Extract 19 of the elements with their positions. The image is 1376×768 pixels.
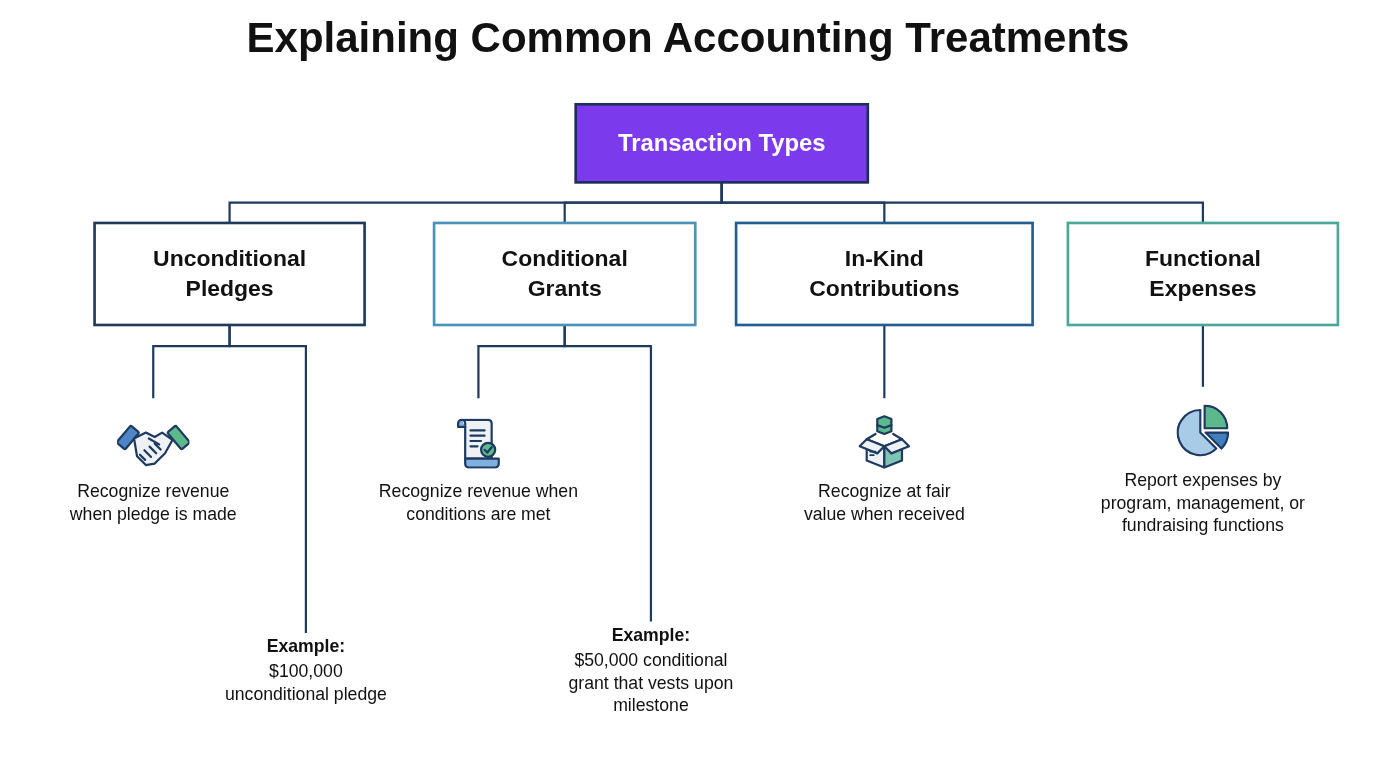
example-heading: Example: bbox=[266, 635, 346, 658]
root-title: Transaction Types bbox=[618, 129, 826, 157]
example-text: $100,000 unconditional pledge bbox=[223, 660, 388, 706]
connector-line bbox=[1201, 324, 1204, 387]
example-heading: Example: bbox=[611, 624, 691, 647]
category-title: Unconditional Pledges bbox=[152, 244, 308, 304]
connector-line bbox=[228, 324, 307, 633]
connector-line bbox=[563, 324, 653, 622]
category-title: Functional Expenses bbox=[1143, 244, 1262, 304]
category-title: Conditional Grants bbox=[500, 244, 629, 304]
category-title: In-Kind Contributions bbox=[808, 244, 961, 304]
description-text: Recognize revenue when pledge is made bbox=[69, 480, 238, 526]
description-text: Report expenses by program, management, or fundraising functions bbox=[1099, 468, 1306, 537]
description-text: Recognize at fair value when received bbox=[802, 480, 966, 526]
description-text: Recognize revenue when conditions are met bbox=[377, 480, 579, 526]
title: Explaining Common Accounting Treatments bbox=[246, 14, 1130, 61]
example-text: $50,000 conditional grant that vests upon milestone bbox=[567, 648, 735, 717]
connector-line bbox=[883, 324, 886, 399]
connector-line bbox=[720, 182, 1204, 223]
